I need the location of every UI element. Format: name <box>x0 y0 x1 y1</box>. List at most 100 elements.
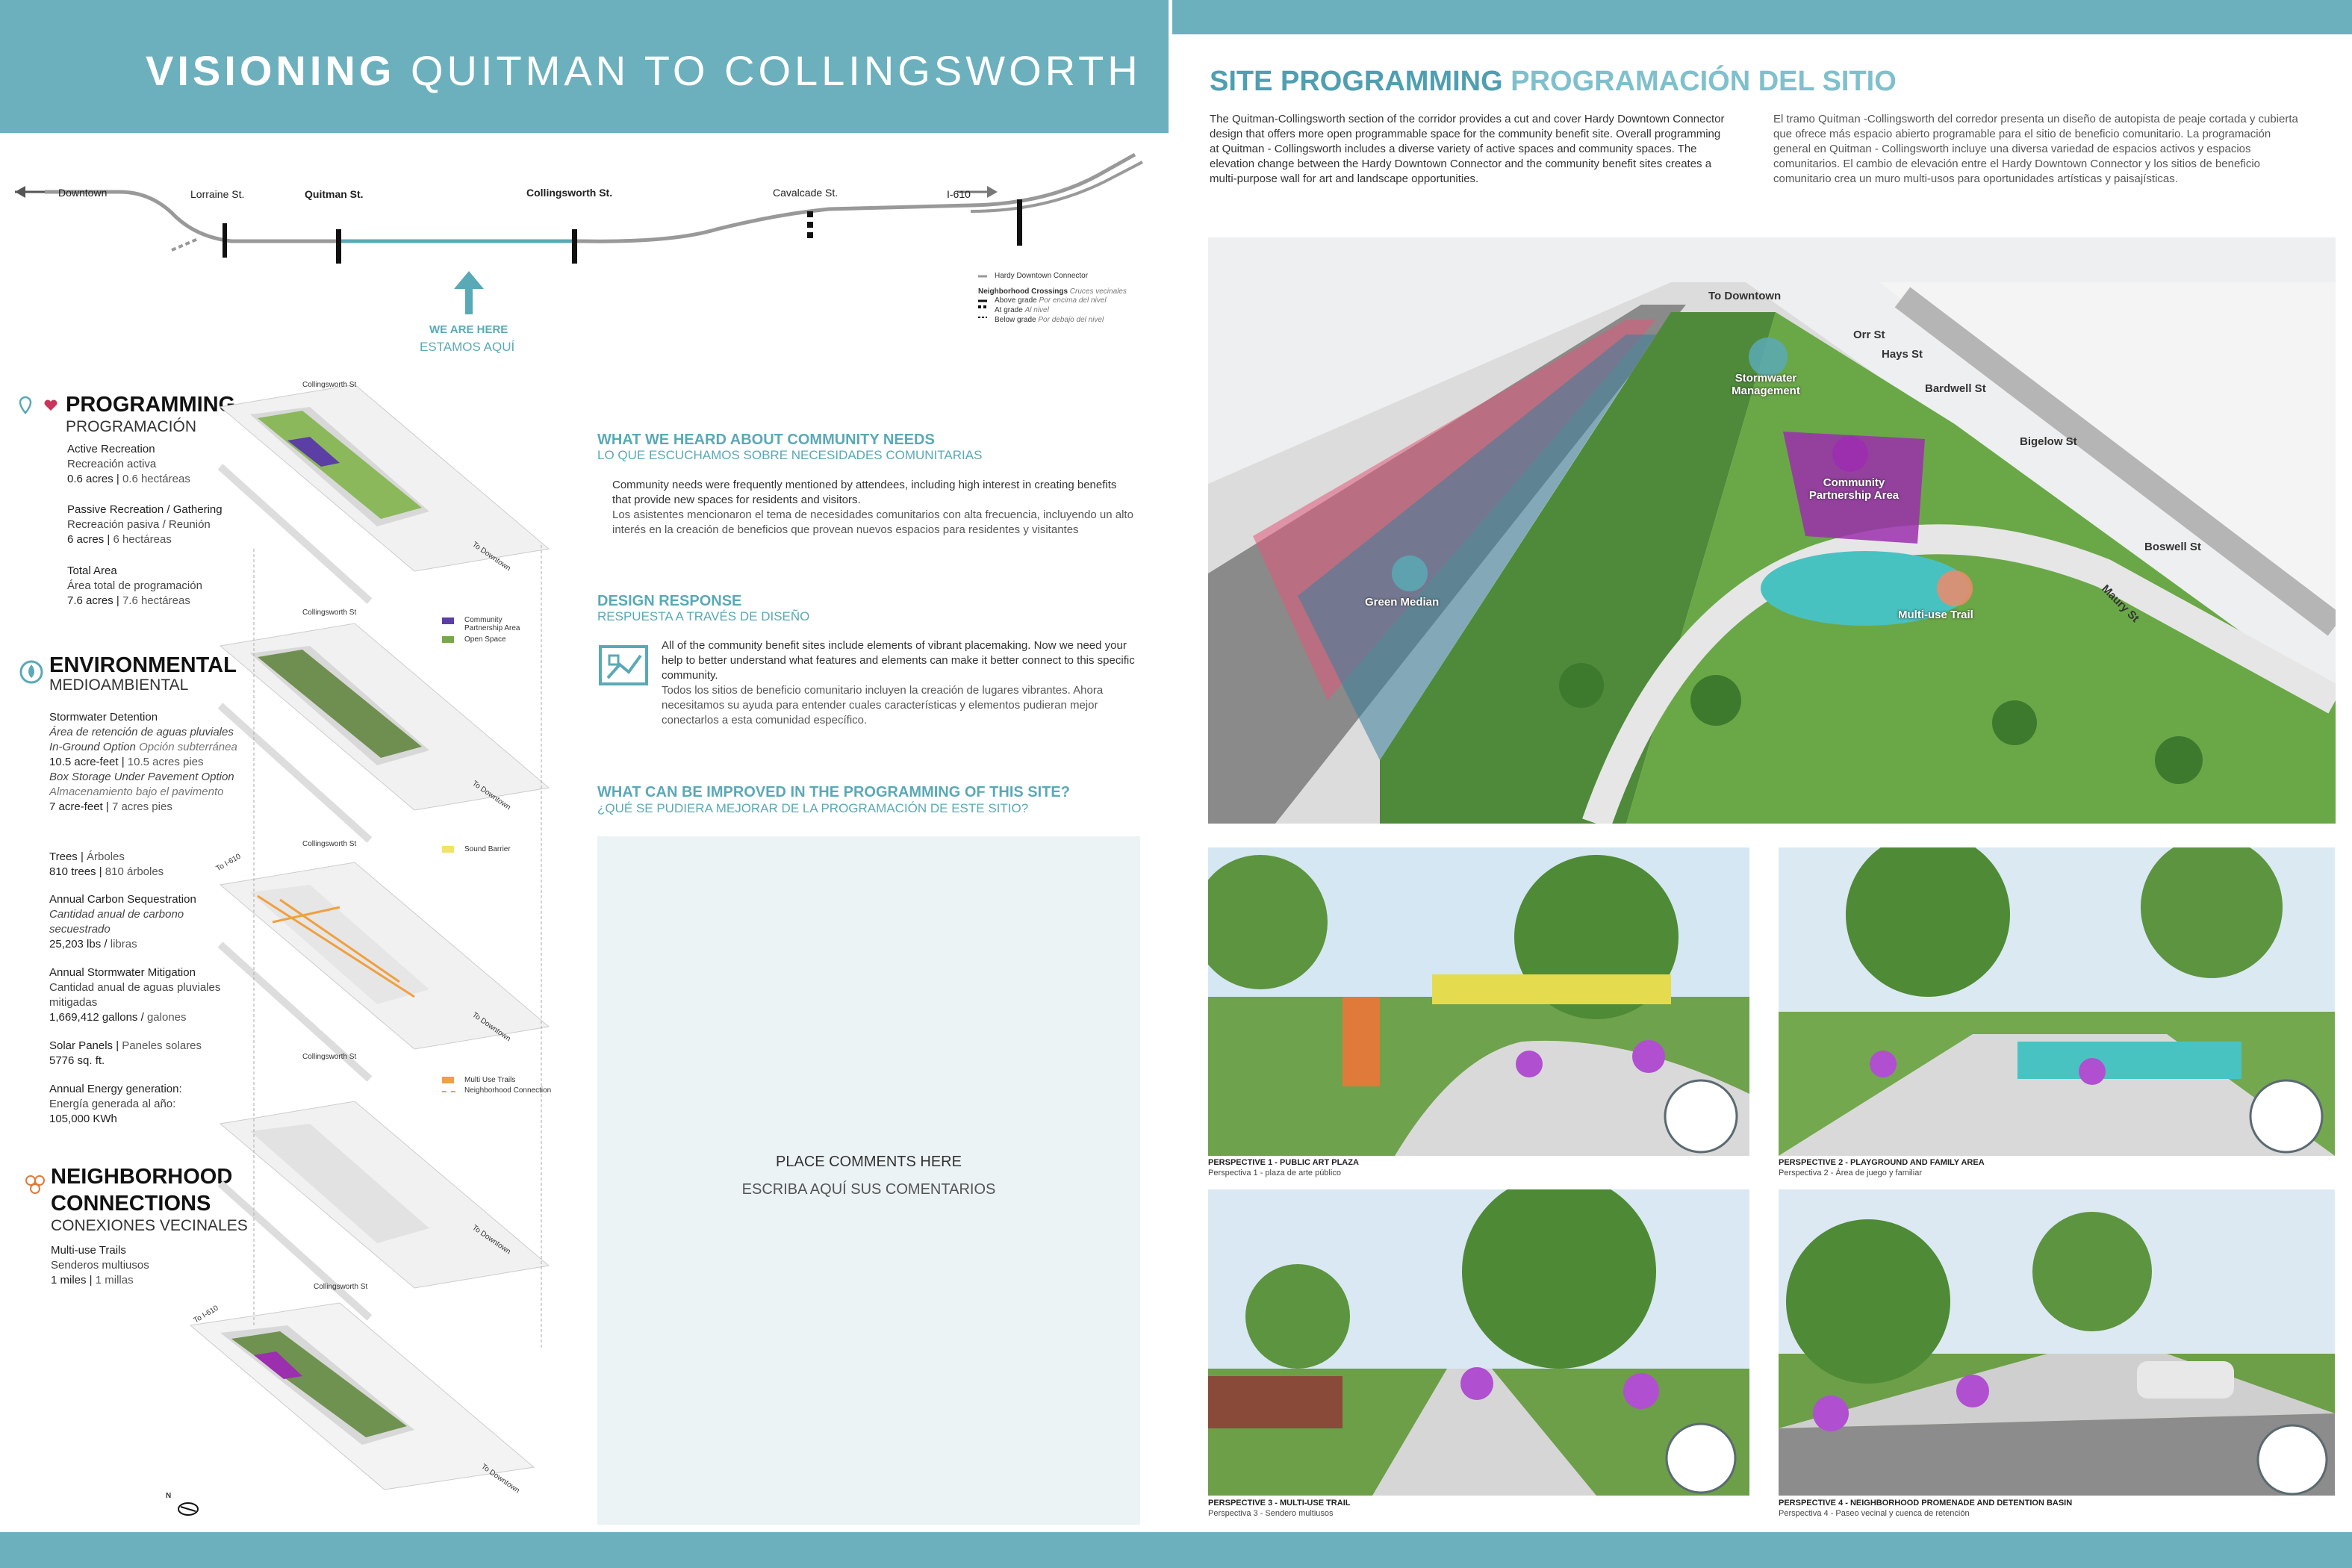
stat-carbon: Annual Carbon Sequestration Cantidad anu… <box>49 893 196 951</box>
legend-trails: Multi Use Trails <box>464 1076 516 1084</box>
map-green-median: Green Median <box>1365 596 1440 609</box>
environmental-title-es: MEDIOAMBIENTAL <box>49 676 189 694</box>
label-downtown: Downtown <box>58 187 108 199</box>
legend-connector: Hardy Downtown Connector <box>995 272 1089 280</box>
layer-trails <box>217 862 550 1082</box>
comment-prompt-en: PLACE COMMENTS HERE <box>776 1154 962 1170</box>
map-bardwell-st: Bardwell St <box>1925 382 1986 395</box>
legend-crossings: Neighborhood Crossings Cruces vecinales <box>978 287 1127 296</box>
diagram-label-collingsworth-5: Collingsworth St <box>314 1283 368 1291</box>
perspective-4-caption: PERSPECTIVE 4 - NEIGHBORHOOD PROMENADE A… <box>1779 1499 2073 1508</box>
stat-energy: Annual Energy generation: Energía genera… <box>49 1083 182 1125</box>
diagram-label-collingsworth-1: Collingsworth St <box>302 381 357 389</box>
map-boswell-st: Boswell St <box>2144 541 2201 553</box>
layer-combined <box>190 1302 535 1490</box>
map-hays-st: Hays St <box>1882 348 1923 361</box>
legend-neigh: Neighborhood Connection <box>464 1086 552 1095</box>
perspective-3-caption-es: Perspectiva 3 - Sendero multiusos <box>1208 1509 1334 1518</box>
page-title: VISIONING QUITMAN TO COLLINGSWORTH <box>146 46 1142 95</box>
programming-icon <box>19 396 57 414</box>
environmental-icon <box>19 660 43 684</box>
programming-title-es: PROGRAMACIÓN <box>66 418 197 435</box>
estamos-aqui: ESTAMOS AQUÍ <box>420 340 515 354</box>
legend-at: At grade Al nivel <box>995 306 1049 314</box>
legend-sound: Sound Barrier <box>464 845 511 853</box>
legend-below: Below grade Por debajo del nivel <box>995 316 1104 324</box>
page-title-bold: VISIONING <box>146 47 396 94</box>
layer-connections <box>217 1101 550 1321</box>
perspective-2-caption-es: Perspectiva 2 - Área de juego y familiar <box>1779 1169 1922 1177</box>
design-heading-es: RESPUESTA A TRAVÉS DE DISEÑO <box>597 609 810 623</box>
perspective-1-image <box>1208 847 1749 1156</box>
design-response-icon <box>599 645 648 685</box>
layer-environmental <box>217 623 550 843</box>
map-community-partnership: Community Partnership Area <box>1808 476 1900 502</box>
legend-swatch-trails <box>442 1077 454 1083</box>
perspective-3-image <box>1208 1189 1749 1496</box>
stat-multi-use-trails: Multi-use Trails Senderos multiusos 1 mi… <box>51 1244 149 1287</box>
stat-total-area: Total Area Área total de programación 7.… <box>67 564 202 607</box>
neighborhood-icon <box>25 1175 45 1194</box>
stat-solar-panels: Solar Panels | Paneles solares 5776 sq. … <box>49 1039 202 1067</box>
stat-active-recreation: Active Recreation Recreación activa 0.6 … <box>67 443 190 485</box>
map-stormwater: Stormwater Management <box>1732 372 1800 397</box>
diagram-label-collingsworth-4: Collingsworth St <box>302 1053 357 1061</box>
legend-swatch-cpa <box>442 617 454 624</box>
neighborhood-title-es: CONEXIONES VECINALES <box>51 1217 248 1234</box>
corridor-line-diagram <box>15 152 1143 318</box>
left-header-banner <box>0 0 1169 133</box>
label-cavalcade: Cavalcade St. <box>773 187 839 199</box>
needs-heading-es: LO QUE ESCUCHAMOS SOBRE NECESIDADES COMU… <box>597 448 983 462</box>
legend-swatch-neigh <box>442 1091 455 1092</box>
map-bigelow-st: Bigelow St <box>2020 435 2077 448</box>
diagram-label-collingsworth-3: Collingsworth St <box>302 840 357 848</box>
map-multi-use-trail: Multi-use Trail <box>1898 609 1973 621</box>
label-collingsworth: Collingsworth St. <box>526 187 613 199</box>
neighborhood-title-1: NEIGHBORHOOD <box>51 1165 233 1189</box>
design-en: All of the community benefit sites inclu… <box>662 639 1135 682</box>
perspective-3-caption: PERSPECTIVE 3 - MULTI-USE TRAIL <box>1208 1499 1351 1508</box>
perspective-1-caption-es: Perspectiva 1 - plaza de arte público <box>1208 1169 1341 1177</box>
stat-trees: Trees | Árboles 810 trees | 810 árboles <box>49 850 164 878</box>
label-lorraine: Lorraine St. <box>190 188 245 200</box>
stat-passive-recreation: Passive Recreation / Gathering Recreació… <box>67 503 223 546</box>
label-i610: I-610 <box>947 188 971 200</box>
site-aerial-rendering <box>1208 237 2336 824</box>
north-label: N <box>166 1492 172 1500</box>
intro-es: El tramo Quitman -Collingsworth del corr… <box>1773 113 2298 185</box>
intro-en: The Quitman-Collingsworth section of the… <box>1210 113 1725 185</box>
comment-prompt-es: ESCRIBA AQUÍ SUS COMENTARIOS <box>741 1181 996 1198</box>
comment-box[interactable] <box>597 836 1140 1525</box>
legend-swatch-sound <box>442 846 454 853</box>
isometric-layer-diagrams <box>190 384 550 1490</box>
site-programming-title: SITE PROGRAMMING PROGRAMACIÓN DEL SITIO <box>1210 66 1897 98</box>
legend-swatch-open <box>442 636 454 643</box>
needs-es: Los asistentes mencionaron el tema de ne… <box>612 508 1133 536</box>
stat-stormwater-mitigation: Annual Stormwater Mitigation Cantidad an… <box>49 966 221 1024</box>
label-quitman: Quitman St. <box>305 188 364 200</box>
right-header-banner <box>1172 0 2352 34</box>
diagram-label-collingsworth-2: Collingsworth St <box>302 609 357 617</box>
stat-stormwater-detention: Stormwater Detention Área de retención d… <box>49 711 237 813</box>
perspective-2-image <box>1779 847 2335 1156</box>
site-programming-title-bold: SITE PROGRAMMING <box>1210 66 1503 97</box>
needs-heading: WHAT WE HEARD ABOUT COMMUNITY NEEDS <box>597 432 935 448</box>
site-programming-title-es: PROGRAMACIÓN DEL SITIO <box>1511 66 1897 97</box>
programming-title: PROGRAMMING <box>66 393 236 417</box>
map-to-downtown: To Downtown <box>1708 290 1782 302</box>
footer-bar <box>0 1532 2352 1568</box>
perspective-4-image <box>1779 1189 2335 1496</box>
map-orr-st: Orr St <box>1853 329 1885 341</box>
improve-heading-es: ¿QUÉ SE PUDIERA MEJORAR DE LA PROGRAMACI… <box>597 801 1029 815</box>
design-heading: DESIGN RESPONSE <box>597 593 742 609</box>
needs-en: Community needs were frequently mentione… <box>612 479 1117 506</box>
perspective-4-caption-es: Perspectiva 4 - Paseo vecinal y cuenca d… <box>1779 1509 1970 1518</box>
design-es: Todos los sitios de beneficio comunitari… <box>662 684 1104 727</box>
north-arrow-icon <box>178 1502 199 1516</box>
neighborhood-title-2: CONNECTIONS <box>51 1192 211 1216</box>
legend-above: Above grade Por encima del nivel <box>995 296 1107 305</box>
layer-programming <box>217 384 550 604</box>
legend-open: Open Space <box>464 635 506 644</box>
legend-cpa: Community Partnership Area <box>464 616 520 632</box>
improve-heading: WHAT CAN BE IMPROVED IN THE PROGRAMMING … <box>597 784 1070 800</box>
